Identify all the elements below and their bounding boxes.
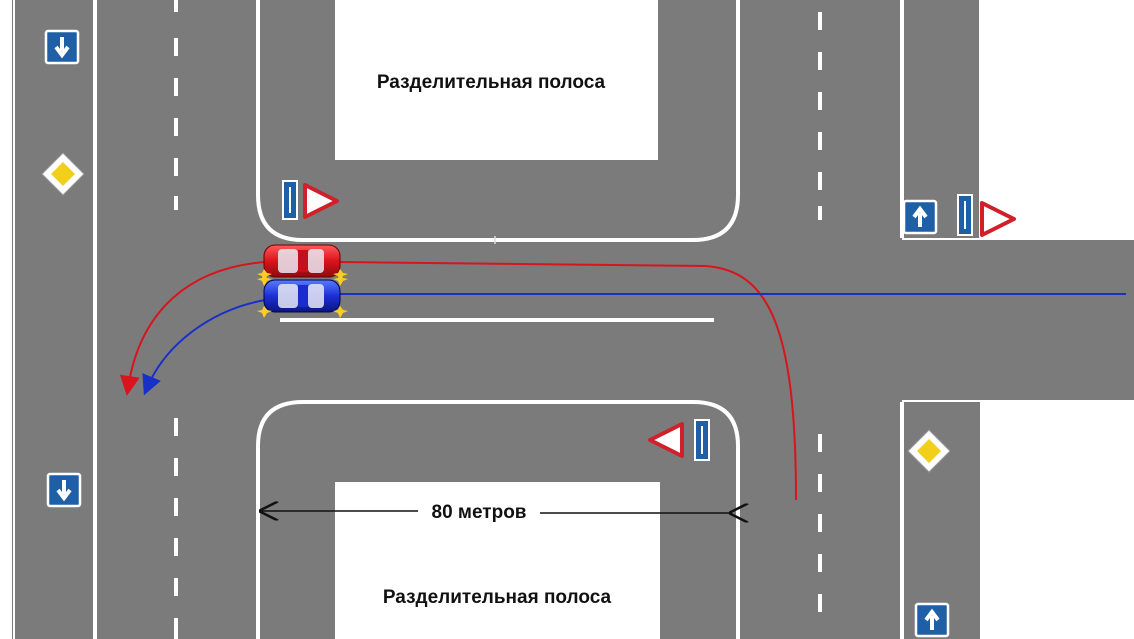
median-top (256, 0, 740, 242)
lane-direction-sign-icon (694, 419, 710, 461)
distance-indicator: 80 метров (262, 502, 732, 523)
median-top-island (335, 0, 658, 160)
median-bottom (256, 400, 740, 639)
one-way-up-sign-icon (914, 602, 950, 638)
sidewalk-right-top (980, 0, 1134, 238)
blue-car-trajectory (142, 299, 266, 396)
distance-label: 80 метров (432, 502, 527, 523)
one-way-up-sign-icon (902, 199, 938, 235)
median-bottom-island (335, 482, 660, 639)
sidewalk-right-bottom (980, 402, 1134, 639)
red-car-trajectory (119, 261, 266, 396)
priority-road-sign-icon (907, 429, 951, 473)
priority-road-sign-icon (41, 152, 85, 196)
yield-sign-icon (303, 183, 339, 219)
one-way-down-sign-icon (46, 472, 82, 508)
hazard-light-icon (257, 274, 348, 318)
yield-sign-icon (648, 422, 684, 458)
red-car-trajectory-right (339, 261, 797, 501)
lane-direction-sign-icon (957, 194, 973, 236)
one-way-down-sign-icon (44, 29, 80, 65)
lane-direction-sign-icon (282, 180, 298, 220)
red-car (257, 244, 348, 281)
yield-sign-icon (980, 201, 1016, 237)
blue-car (257, 274, 348, 318)
median-label-bottom: Разделительная полоса (383, 587, 612, 608)
median-label-top: Разделительная полоса (377, 72, 606, 93)
